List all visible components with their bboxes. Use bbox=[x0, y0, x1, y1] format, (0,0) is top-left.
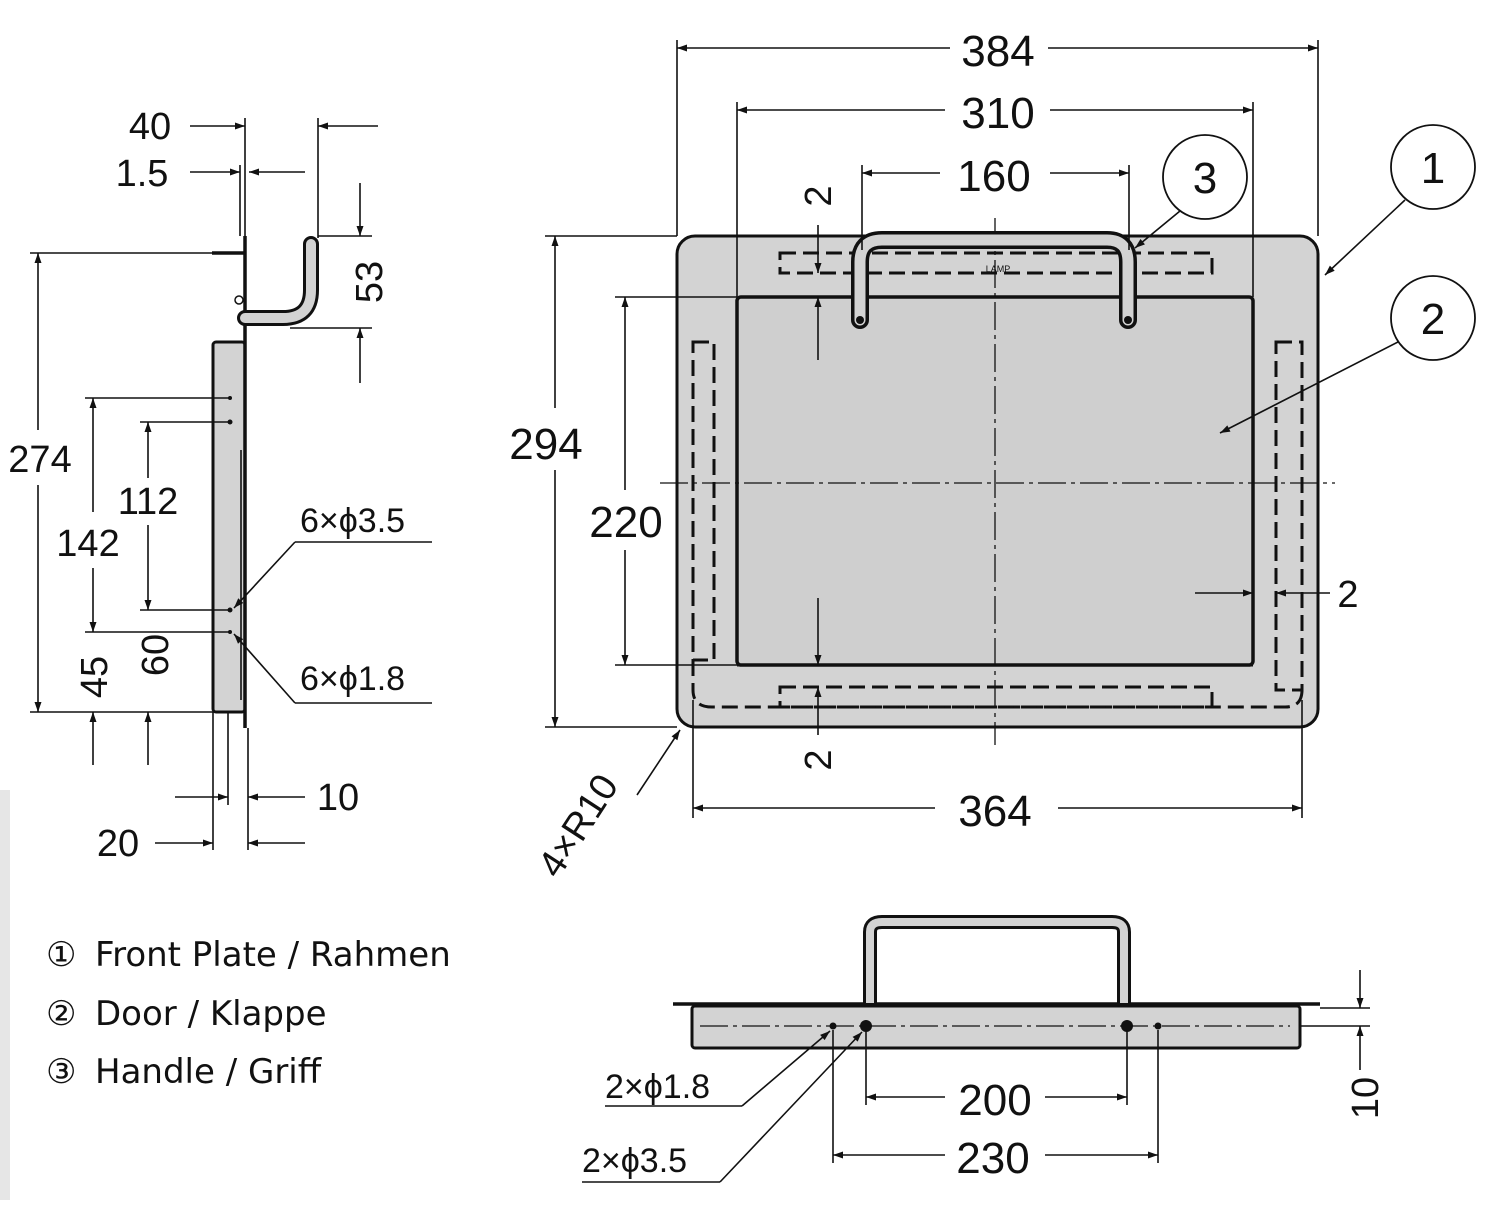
dim-200: 200 bbox=[958, 1076, 1031, 1125]
dim-364: 364 bbox=[958, 787, 1031, 836]
dim-10-side: 10 bbox=[317, 777, 359, 819]
callout-1: 1 bbox=[1324, 124, 1476, 276]
dim-1-5: 1.5 bbox=[116, 153, 169, 195]
dim-274: 274 bbox=[8, 439, 71, 481]
hidden-bottom bbox=[778, 685, 1214, 709]
legend: ① Front Plate / Rahmen ② Door / Klappe ③… bbox=[46, 935, 451, 1092]
note-holes-small: 6×ϕ1.8 bbox=[300, 660, 405, 698]
hidden-left bbox=[691, 340, 716, 662]
edge-strip bbox=[0, 790, 10, 1200]
dim-384: 384 bbox=[961, 27, 1034, 76]
dim-40: 40 bbox=[129, 106, 171, 148]
legend-symbol-2: ② bbox=[46, 994, 76, 1034]
dim-160: 160 bbox=[957, 152, 1030, 201]
dim-112: 112 bbox=[118, 481, 179, 523]
side-view: 40 1.5 53 274 142 112 45 60 6×ϕ3.5 6×ϕ1.… bbox=[8, 106, 432, 865]
legend-label-3: Handle / Griff bbox=[95, 1052, 323, 1092]
dim-45: 45 bbox=[74, 656, 116, 698]
hidden-top bbox=[778, 251, 1214, 275]
dim-10-bottom: 10 bbox=[1345, 1077, 1387, 1119]
svg-text:2: 2 bbox=[1421, 295, 1445, 344]
dim-gap-top: 2 bbox=[798, 185, 840, 206]
dim-230: 230 bbox=[956, 1134, 1029, 1183]
legend-symbol-1: ① bbox=[46, 935, 76, 975]
dim-gap-bottom: 2 bbox=[798, 749, 840, 770]
dim-60: 60 bbox=[135, 634, 177, 676]
bottom-view: 10 200 230 2×ϕ1.8 2×ϕ3.5 bbox=[582, 915, 1387, 1183]
svg-text:1: 1 bbox=[1421, 144, 1445, 193]
legend-label-2: Door / Klappe bbox=[95, 994, 327, 1034]
bottom-door-body bbox=[690, 1004, 1302, 1050]
dim-310: 310 bbox=[961, 89, 1034, 138]
bottom-handle bbox=[863, 915, 1131, 1003]
legend-symbol-3: ③ bbox=[46, 1052, 76, 1092]
svg-text:3: 3 bbox=[1193, 154, 1217, 203]
note-holes-large: 6×ϕ3.5 bbox=[300, 502, 405, 540]
dim-corner-radius: 4×R10 bbox=[530, 767, 627, 885]
hidden-right bbox=[1274, 340, 1304, 692]
legend-label-1: Front Plate / Rahmen bbox=[95, 935, 451, 975]
note-bottom-holes-small: 2×ϕ1.8 bbox=[605, 1068, 710, 1106]
dim-gap-right: 2 bbox=[1337, 574, 1358, 616]
dim-20-side: 20 bbox=[97, 823, 139, 865]
front-view: LAMP 384 310 160 294 220 2 2 2 364 bbox=[509, 27, 1476, 885]
hidden-frame bbox=[691, 660, 1304, 709]
note-bottom-holes-large: 2×ϕ3.5 bbox=[582, 1142, 687, 1180]
dim-142: 142 bbox=[56, 523, 119, 565]
callout-3: 3 bbox=[1134, 134, 1248, 249]
dim-294: 294 bbox=[509, 420, 582, 469]
callout-2: 2 bbox=[1219, 275, 1476, 434]
handle-marking: LAMP bbox=[986, 264, 1011, 274]
dim-53: 53 bbox=[349, 261, 391, 303]
dim-220: 220 bbox=[589, 498, 662, 547]
